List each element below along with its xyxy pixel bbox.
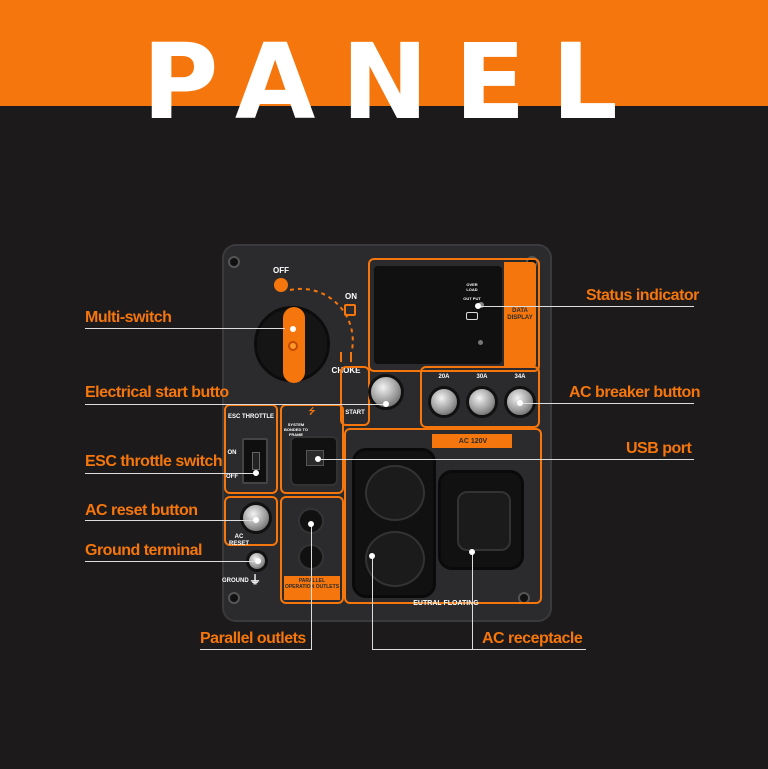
- data-display-frame: [368, 258, 540, 372]
- switch-arc: [289, 287, 354, 351]
- screw-icon: [228, 592, 240, 604]
- ac-outlet-frame: [344, 428, 542, 604]
- ac-reset-frame: [224, 496, 278, 546]
- leader-electrical-start: [85, 404, 385, 405]
- off-label: OFF: [273, 266, 289, 275]
- callout-usb-port: USB port: [626, 440, 692, 457]
- leader-ac-receptacle-left: [372, 556, 373, 649]
- fuel-icon: [344, 304, 356, 316]
- leader-dot: [383, 401, 389, 407]
- usb-frame: [280, 404, 344, 494]
- data-display-label: DATA DISPLAY: [507, 308, 533, 321]
- callout-ac-receptacle: AC receptacle: [482, 630, 583, 647]
- leader-ac-breaker: [520, 403, 694, 404]
- ac-120v-label: AC 120V: [458, 438, 488, 445]
- system-bonded-label: SYSTEM BONDED TO FRAME: [284, 422, 308, 437]
- parallel-outlets-frame: [280, 496, 344, 604]
- callout-status-indicator: Status indicator: [586, 287, 699, 304]
- fuel-off-icon: [274, 278, 288, 292]
- ac-reset-label: AC RESET: [228, 534, 249, 547]
- esc-throttle-label: ESC THROTTLE: [228, 414, 274, 420]
- leader-dot: [253, 470, 259, 476]
- breaker-20-label: 20A: [438, 374, 450, 380]
- callout-esc-throttle: ESC throttle switch: [85, 453, 223, 470]
- leader-ground: [85, 561, 257, 562]
- esc-on-label: ON: [227, 450, 237, 456]
- on-label: ON: [345, 292, 357, 301]
- ground-label: GROUND: [222, 578, 249, 584]
- leader-ac-receptacle-right: [472, 552, 473, 649]
- status-light: [478, 302, 484, 308]
- header-banner: [0, 0, 768, 106]
- usb-port-cover[interactable]: [290, 436, 338, 486]
- ac-receptacle-twistlock[interactable]: [438, 470, 524, 570]
- leader-dot: [290, 326, 296, 332]
- start-frame: [340, 366, 370, 426]
- leader-dot: [475, 303, 481, 309]
- ac-breaker-30a-button[interactable]: [466, 386, 498, 418]
- breaker-30-label: 30A: [476, 374, 488, 380]
- esc-throttle-switch[interactable]: [242, 438, 268, 484]
- leader-dot: [469, 549, 475, 555]
- choke-icon: [340, 352, 352, 362]
- data-display-screen: [374, 266, 502, 364]
- ground-icon: ⏚: [248, 573, 261, 587]
- leader-ac-receptacle: [372, 649, 586, 650]
- callout-ground: Ground terminal: [85, 542, 202, 559]
- usb-icon: ⭍: [308, 407, 316, 416]
- leader-parallel-outlets: [200, 649, 312, 650]
- leader-ac-reset: [85, 520, 255, 521]
- multi-switch-knob[interactable]: [254, 306, 330, 383]
- screw-icon: [228, 256, 240, 268]
- leader-dot: [255, 558, 261, 564]
- ac-120v-banner: [432, 434, 512, 448]
- leader-dot: [308, 521, 314, 527]
- leader-status-indicator: [478, 306, 694, 307]
- leader-usb-port: [318, 459, 694, 460]
- overload-label: OVER LOAD: [466, 282, 478, 292]
- esc-off-label: OFF: [226, 474, 238, 480]
- callout-ac-breaker: AC breaker button: [569, 384, 701, 401]
- ac-receptacle-duplex[interactable]: [352, 448, 436, 598]
- oil-icon: [466, 312, 478, 320]
- output-label: OUT PUT: [463, 296, 481, 301]
- breaker-frame: [420, 366, 540, 428]
- callout-ac-reset: AC reset button: [85, 502, 198, 519]
- callout-parallel-outlets: Parallel outlets: [200, 630, 306, 647]
- callout-electrical-start: Electrical start butto: [85, 384, 229, 401]
- control-panel: OFF ON CHOKE DATA DISPLAY OVER LOAD OUT …: [222, 244, 552, 622]
- esc-throttle-frame: [224, 404, 278, 494]
- data-display-accent: [504, 262, 536, 368]
- start-label: START: [345, 410, 365, 416]
- leader-parallel-outlets-vertical: [311, 524, 312, 649]
- callout-multi-switch: Multi-switch: [85, 309, 172, 326]
- leader-esc-throttle: [85, 473, 255, 474]
- leader-dot: [315, 456, 321, 462]
- page-title: PANEL: [142, 21, 644, 143]
- ac-breaker-20a-button[interactable]: [428, 386, 460, 418]
- leader-multi-switch: [85, 328, 285, 329]
- leader-dot: [517, 400, 523, 406]
- status-light: [478, 340, 483, 345]
- leader-dot: [369, 553, 375, 559]
- parallel-operation-label: PARALLEL OPERATION OUTLETS: [284, 578, 340, 590]
- neutral-floating-label: EUTRAL FLOATING: [413, 600, 479, 607]
- leader-dot: [253, 517, 259, 523]
- breaker-34-label: 34A: [514, 374, 526, 380]
- parallel-label-bg: [284, 576, 340, 600]
